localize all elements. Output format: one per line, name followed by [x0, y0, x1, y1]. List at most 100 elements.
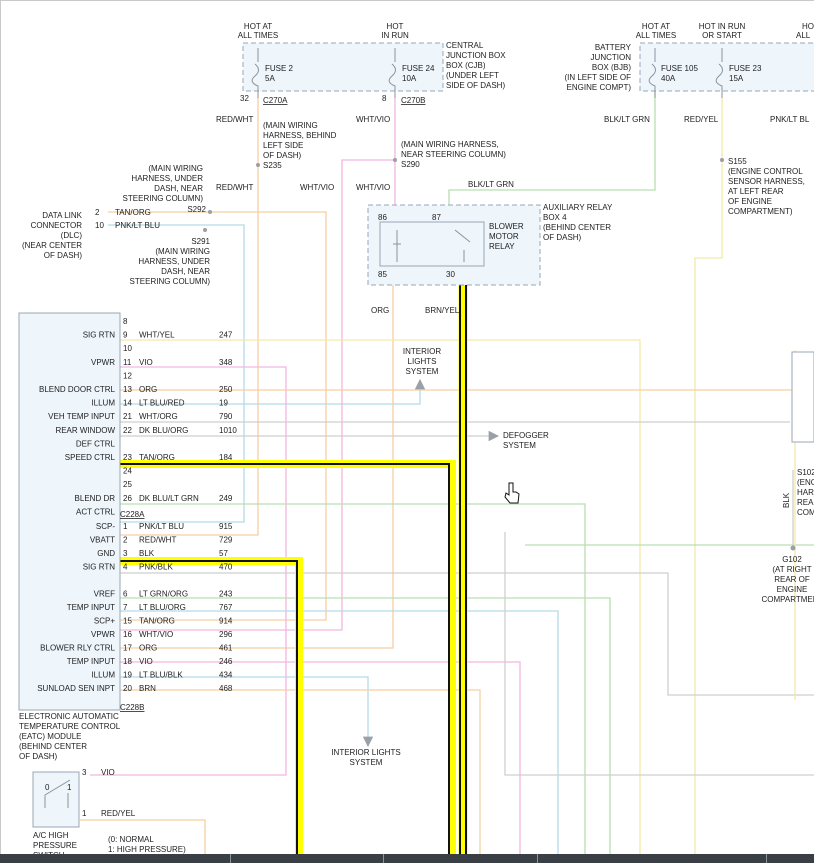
eatc-name-rows_b-8: VPWR	[91, 630, 115, 639]
toolbar-divider	[766, 854, 767, 863]
eatc-pin-rows_b-6: 7	[123, 603, 128, 612]
eatc-pin-rows_a-5: 13	[123, 385, 132, 394]
relay-coil	[393, 229, 471, 262]
eatc-pin-rows_a-11: 24	[123, 467, 132, 476]
fuse24-symbol	[388, 48, 396, 98]
highlight-group	[120, 268, 468, 863]
wire-lt-blu-org	[120, 610, 559, 863]
eatc-name-rows_a-6: ILLUM	[91, 399, 115, 408]
wire-lt-blu-red	[120, 378, 426, 405]
eatc-name-rows_a-10: SPEED CTRL	[65, 453, 116, 462]
eatc-wire-rows_b-5: LT GRN/ORG	[139, 590, 188, 599]
eatc-wire-rows_b-2: BLK	[139, 549, 155, 558]
eatc-name-rows_b-11: ILLUM	[91, 671, 115, 680]
pin-8: 8	[382, 94, 387, 103]
s155-dot	[720, 158, 724, 162]
wire-dk-blu-lt-grn	[120, 503, 586, 863]
eatc-name-rows_b-7: SCP+	[94, 617, 115, 626]
eatc-circuit-rows_b-8: 296	[219, 630, 233, 639]
wire-lt-blu-blk	[120, 676, 374, 748]
switch-state-1: 1	[67, 783, 72, 792]
eatc-wire-rows_a-13: DK BLU/LT GRN	[139, 494, 199, 503]
toolbar-divider	[383, 854, 384, 863]
wire-pnk-blk	[120, 572, 814, 696]
dlc-wire-tan-org: TAN/ORG	[115, 208, 151, 217]
wire-label-wht-vio-1: WHT/VIO	[356, 115, 390, 124]
wire-label-pnk-lt-bl: PNK/LT BL	[770, 115, 810, 124]
wire-pnk-lt-blu	[108, 224, 245, 523]
eatc-pin-rows_b-10: 18	[123, 657, 132, 666]
eatc-name-rows_a-7: VEH TEMP INPUT	[48, 412, 115, 421]
eatc-name-rows_a-3: VPWR	[91, 358, 115, 367]
eatc-circuit-rows_b-2: 57	[219, 549, 228, 558]
eatc-circuit-rows_b-10: 246	[219, 657, 233, 666]
eatc-wire-rows_a-3: VIO	[139, 358, 153, 367]
eatc-wire-rows_b-1: RED/WHT	[139, 536, 176, 545]
wire-wht-vio	[120, 98, 396, 631]
highlight-gnd-core	[120, 560, 298, 863]
eatc-wire-rows_b-11: LT BLU/BLK	[139, 671, 183, 680]
eatc-name-rows_b-10: TEMP INPUT	[67, 657, 115, 666]
eatc-wire-rows_b-10: VIO	[139, 657, 153, 666]
switch-state-0: 0	[45, 783, 50, 792]
eatc-pin-rows_a-8: 22	[123, 426, 132, 435]
eatc-circuit-rows_b-9: 461	[219, 644, 233, 653]
wire-label-blk-lt-grn-2: BLK/LT GRN	[468, 180, 514, 189]
right-component-box	[791, 351, 814, 443]
switch-pin-1: 1	[82, 809, 87, 818]
eatc-name-rows_b-12: SUNLOAD SEN INPT	[37, 684, 115, 693]
eatc-circuit-rows_b-1: 729	[219, 536, 233, 545]
s235-dot	[256, 163, 260, 167]
eatc-pin-rows_b-2: 3	[123, 549, 128, 558]
eatc-name-rows_a-8: REAR WINDOW	[55, 426, 115, 435]
eatc-pin-rows_a-4: 12	[123, 371, 132, 380]
eatc-wire-rows_b-0: PNK/LT BLU	[139, 522, 184, 531]
eatc-pin-rows_b-11: 19	[123, 671, 132, 680]
eatc-name-rows_b-9: BLOWER RLY CTRL	[40, 644, 115, 653]
s290-dot	[393, 158, 397, 162]
bottom-toolbar[interactable]	[0, 854, 814, 863]
eatc-name-rows_b-3: SIG RTN	[83, 563, 116, 572]
wire-label-red-wht-1: RED/WHT	[216, 115, 253, 124]
c270b-label: C270B	[401, 96, 425, 105]
eatc-circuit-rows_a-7: 790	[219, 412, 233, 421]
wire-tan-org-dlc	[108, 211, 327, 621]
fuse-symbols	[251, 48, 723, 262]
eatc-pin-rows_a-0: 8	[123, 317, 128, 326]
s292-dot	[208, 210, 212, 214]
eatc-circuit-rows_a-13: 249	[219, 494, 233, 503]
switch-wire-red-yel: RED/YEL	[101, 809, 136, 818]
eatc-pin-rows_b-3: 4	[123, 563, 128, 572]
wire-vio-246	[120, 661, 521, 863]
s290-label: (MAIN WIRING HARNESS,NEAR STEERING COLUM…	[401, 140, 506, 169]
eatc-pin-rows_b-0: 1	[123, 522, 128, 531]
eatc-circuit-rows_b-12: 468	[219, 684, 233, 693]
wire-label-blk-lt-grn-1: BLK/LT GRN	[604, 115, 650, 124]
eatc-circuit-rows_b-7: 914	[219, 617, 233, 626]
eatc-pin-rows_b-7: 15	[123, 617, 132, 626]
wire-label-wht-vio-3: WHT/VIO	[356, 183, 390, 192]
eatc-pin-rows_a-2: 10	[123, 344, 132, 353]
fuse23-symbol	[715, 48, 723, 98]
eatc-circuit-rows_b-6: 767	[219, 603, 233, 612]
wire-vio-348	[90, 366, 287, 776]
eatc-wire-rows_a-8: DK BLU/ORG	[139, 426, 188, 435]
eatc-pin-rows_a-3: 11	[123, 358, 132, 367]
g102-dot	[790, 545, 796, 551]
eatc-pin-rows_b-1: 2	[123, 536, 128, 545]
